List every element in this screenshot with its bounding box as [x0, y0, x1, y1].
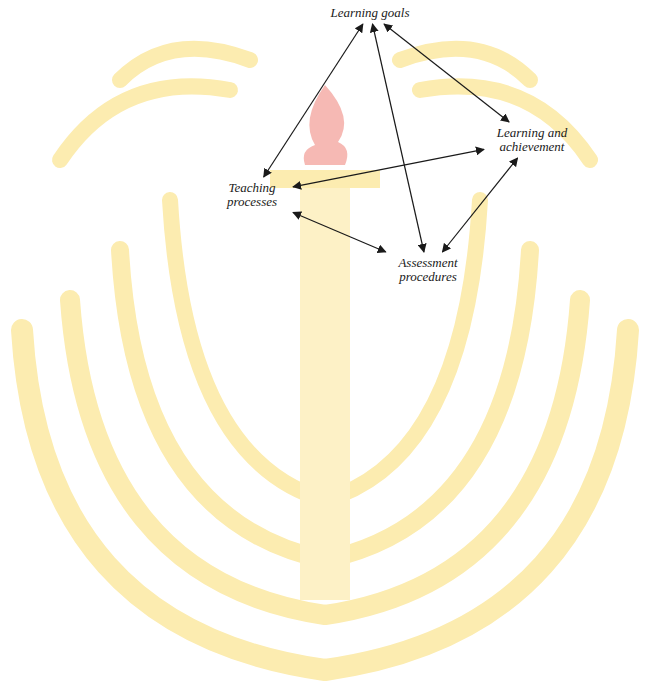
concept-label: Learning goals	[315, 6, 425, 20]
concept-text: Assessment procedures	[386, 256, 470, 284]
concept-label: Learning and achievement	[488, 126, 576, 154]
concept-text: Learning goals	[315, 6, 425, 20]
watermark-arches	[22, 49, 628, 670]
concept-text: Teaching processes	[215, 181, 289, 209]
concept-label: Assessment procedures	[386, 256, 470, 284]
double-arrow	[384, 24, 509, 122]
watermark-arch	[400, 49, 530, 80]
double-arrow	[372, 24, 423, 252]
watermark-arch	[120, 49, 250, 80]
double-arrow	[293, 212, 386, 252]
double-arrow	[293, 149, 484, 187]
double-arrow	[264, 24, 363, 177]
watermark-arch	[420, 86, 590, 160]
concept-label: Teaching processes	[215, 181, 289, 209]
concept-text: Learning and achievement	[488, 126, 576, 154]
double-arrow	[442, 158, 517, 252]
watermark-arch	[60, 86, 230, 160]
watermark-pillar	[300, 180, 350, 600]
watermark-flame	[304, 85, 348, 165]
